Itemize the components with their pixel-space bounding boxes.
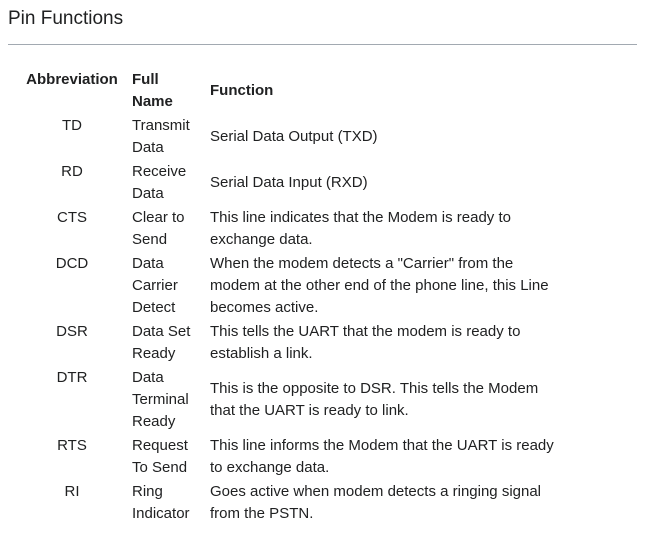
function-cell: Goes active when modem detects a ringing… [210,483,542,522]
function-cell: This line indicates that the Modem is re… [210,209,511,248]
function-cell: This line informs the Modem that the UAR… [210,437,554,476]
abbreviation-cell: DSR [56,323,88,340]
col-header-abbreviation: Abbreviation [26,71,118,88]
full-name-cell: Transmit Data [132,117,190,156]
abbreviation-cell: CTS [57,209,87,226]
function-cell: When the modem detects a "Carrier" from … [210,255,549,316]
title-divider [8,44,637,45]
table-header-row: Abbreviation Full Name Function [16,68,643,114]
pin-functions-table: Abbreviation Full Name Function TD Trans… [16,68,643,526]
function-cell: This tells the UART that the modem is re… [210,323,521,362]
full-name-cell: Request To Send [132,437,188,476]
page-title: Pin Functions [8,8,124,29]
table-row: RTS Request To Send This line informs th… [16,434,643,480]
abbreviation-cell: DCD [55,255,89,272]
table-row: CTS Clear to Send This line indicates th… [16,206,643,252]
full-name-cell: Data Carrier Detect [132,255,178,316]
table-row: RI Ring Indicator Goes active when modem… [16,480,643,526]
function-cell: Serial Data Output (TXD) [210,128,378,145]
abbreviation-cell: DTR [56,369,88,386]
abbreviation-cell: TD [62,117,82,134]
table-row: DCD Data Carrier Detect When the modem d… [16,252,643,320]
table-row: RD Receive Data Serial Data Input (RXD) [16,160,643,206]
abbreviation-cell: RTS [57,437,87,454]
full-name-cell: Receive Data [132,163,187,202]
function-cell: This is the opposite to DSR. This tells … [210,380,539,419]
table-row: TD Transmit Data Serial Data Output (TXD… [16,114,643,160]
full-name-cell: Data Set Ready [132,323,191,362]
function-cell: Serial Data Input (RXD) [210,174,368,191]
full-name-cell: Clear to Send [132,209,185,248]
full-name-cell: Data Terminal Ready [132,369,189,430]
table-row: DTR Data Terminal Ready This is the oppo… [16,366,643,434]
table-row: DSR Data Set Ready This tells the UART t… [16,320,643,366]
abbreviation-cell: RD [61,163,83,180]
abbreviation-cell: RI [64,483,80,500]
full-name-cell: Ring Indicator [132,483,190,522]
col-header-function: Function [210,82,274,99]
col-header-full-name: Full Name [132,71,173,110]
